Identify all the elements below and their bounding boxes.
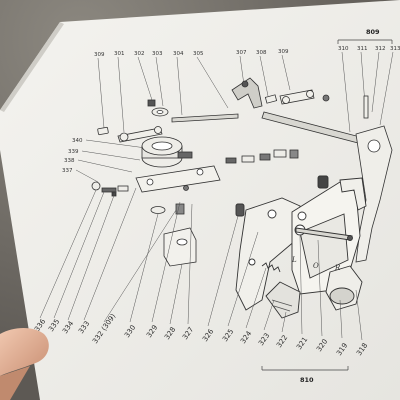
position-letter-r: R [334, 264, 341, 272]
callout-label: 307 [236, 50, 247, 56]
top-leader-lines [97, 51, 394, 133]
middle-assembly [91, 136, 299, 267]
position-letters: L O R [291, 256, 341, 272]
callout-label: 313 [390, 46, 400, 52]
callout-label: 310 [338, 46, 349, 52]
position-letter-l: L [291, 256, 297, 264]
callout-label: 312 [375, 46, 386, 52]
callout-label: 337 [62, 168, 73, 174]
callout-label: 303 [152, 51, 163, 57]
paper-shadow-edge [0, 22, 64, 112]
callout-label: 302 [134, 51, 145, 57]
callout-label: 301 [114, 51, 125, 57]
callout-label: 308 [256, 50, 267, 56]
figure-number-top: 809 [366, 28, 380, 36]
callout-label: 304 [173, 51, 184, 57]
callout-label: 309 [278, 49, 289, 55]
pedal-assembly [235, 175, 367, 319]
thumb-shadow [0, 366, 30, 400]
bottom-leader-lines [39, 187, 363, 341]
callout-label: 305 [193, 51, 204, 57]
position-letter-o: O [313, 262, 319, 270]
upper-assembly [97, 77, 393, 263]
callout-label: 309 [94, 52, 105, 58]
callout-label: 340 [72, 138, 83, 144]
callout-label: 338 [64, 158, 75, 164]
top-callouts: 309 301 302 303 304 305 307 308 309 310 … [94, 46, 400, 58]
figure-number-bottom: 810 [300, 376, 314, 384]
left-callouts: 340 339 338 337 [62, 138, 83, 174]
callout-label: 311 [357, 46, 368, 52]
left-leader-lines [75, 139, 147, 183]
callout-label: 339 [68, 149, 79, 155]
thumb [0, 328, 49, 376]
